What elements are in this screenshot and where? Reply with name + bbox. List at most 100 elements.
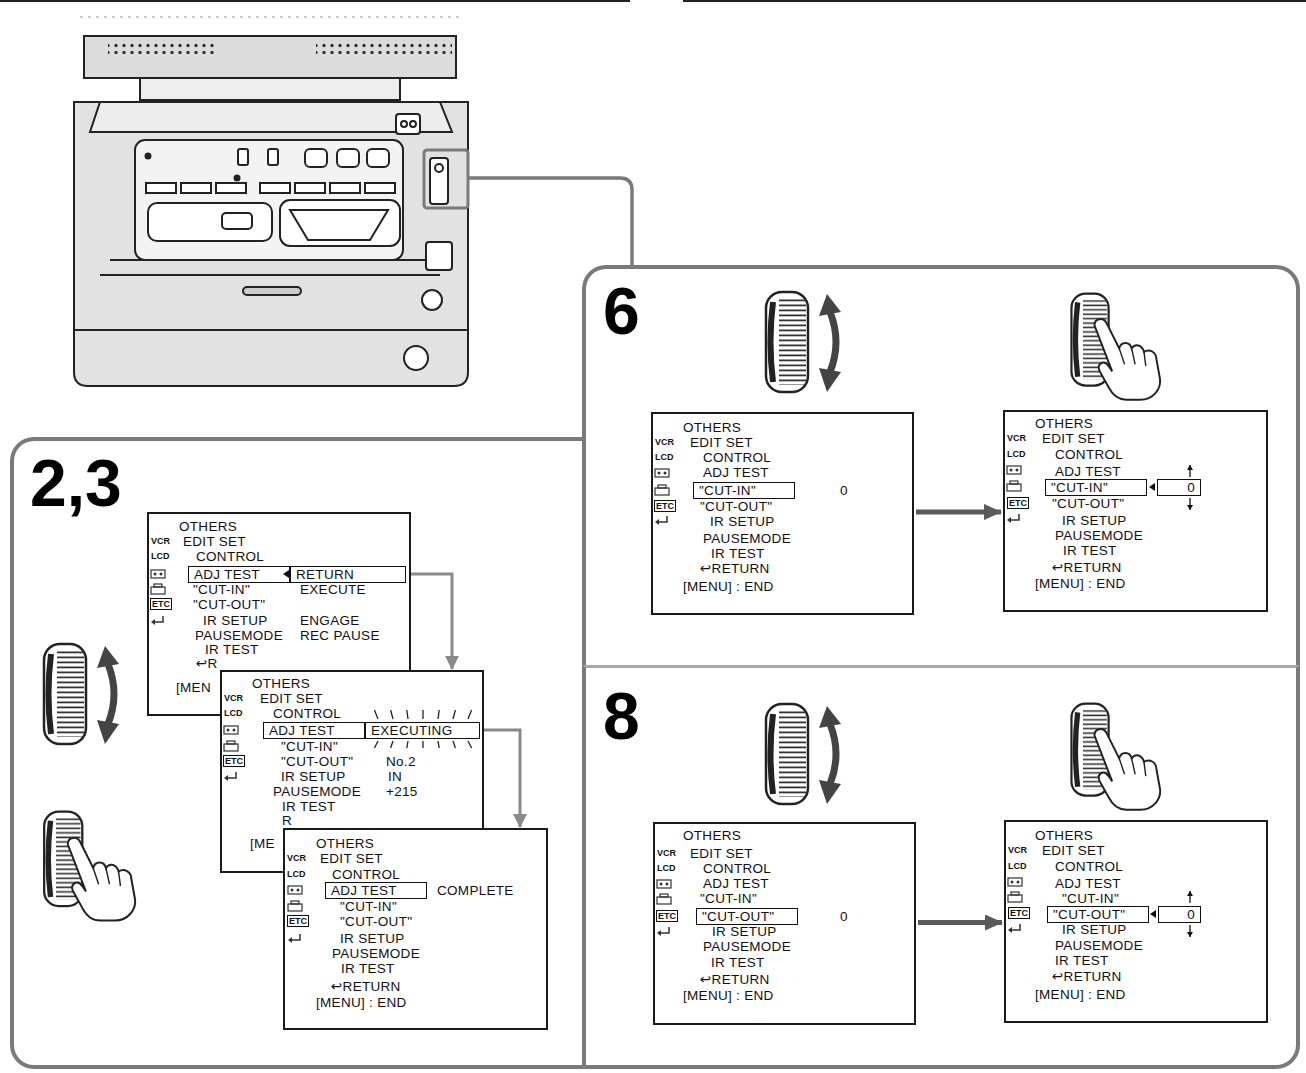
vcr-deck-illustration	[401, 121, 407, 127]
vcr-deck-illustration	[290, 210, 388, 240]
menu-item: ADJ TEST	[703, 466, 769, 479]
menu-item: ADJ TEST	[194, 568, 260, 581]
menu-item: "CUT-IN"	[340, 900, 397, 913]
pointer-mark	[1149, 483, 1155, 491]
menu-item: OTHERS	[683, 829, 741, 842]
menu-icon-label: VCR	[655, 437, 674, 447]
menu-item: PAUSEMODE	[703, 940, 791, 953]
tape-icon	[227, 729, 230, 732]
vcr-deck-illustration	[330, 183, 360, 193]
menu-item: "CUT-IN"	[699, 484, 756, 497]
menu-highlight: RETURN	[290, 566, 406, 583]
vcr-deck-illustration	[146, 183, 176, 193]
printer-icon	[224, 744, 238, 751]
menu-item: IR SETUP	[203, 614, 268, 627]
jog-dial-icon	[766, 292, 841, 392]
menu-item: IR TEST	[1063, 544, 1117, 557]
menu-icon-label: ETC	[1007, 497, 1029, 509]
menu-icon-label: LCD	[655, 452, 674, 462]
menu-item: IR TEST	[341, 962, 395, 975]
vcr-deck-illustration	[84, 36, 456, 78]
flow-arrow	[480, 730, 520, 827]
tape-icon	[297, 889, 300, 892]
jog-dial-icon	[1071, 294, 1160, 400]
menu-item: CONTROL	[273, 707, 341, 720]
menu-icon-label: ETC	[287, 915, 309, 927]
adjust-arrow	[1187, 465, 1193, 470]
menu-icon-label: LCD	[224, 708, 243, 718]
blink-ray	[407, 741, 408, 748]
menu-item: CONTROL	[196, 550, 264, 563]
tape-icon	[160, 573, 163, 576]
menu-highlight: 0	[1158, 906, 1201, 923]
vcr-deck-illustration	[108, 40, 214, 56]
return-icon	[1011, 514, 1019, 520]
menu-item: "CUT-OUT"	[340, 915, 412, 928]
menu-item: COMPLETE	[437, 884, 514, 897]
adjust-arrow	[1189, 465, 1190, 477]
jog-dial-icon	[44, 292, 1160, 921]
page-rule	[80, 17, 460, 18]
blink-ray	[468, 741, 472, 748]
menu-item: ↩RETURN	[1052, 561, 1122, 574]
menu-icon-label: VCR	[151, 536, 170, 546]
menu-item: [MENU] : END	[316, 996, 407, 1009]
tape-icon	[658, 472, 661, 475]
return-icon	[657, 930, 661, 936]
vcr-deck-illustration	[280, 200, 400, 246]
menu-item: [MEN	[176, 681, 211, 694]
menu-item: IR SETUP	[1062, 923, 1127, 936]
tape-icon	[1011, 881, 1014, 884]
blink-ray	[374, 741, 378, 748]
menu-screen: OTHERSVCREDIT SETLCDCONTROLADJ TEST0ETC"…	[651, 412, 914, 615]
menu-highlight: "CUT-IN"	[693, 482, 795, 499]
menu-item: IR TEST	[1055, 954, 1109, 967]
jog-dial-icon	[44, 644, 119, 744]
jog-dial-icon	[44, 812, 135, 921]
menu-item: REC PAUSE	[300, 629, 380, 642]
blink-ray	[374, 710, 378, 719]
vcr-deck-illustration	[216, 183, 246, 193]
menu-icon-label: ETC	[654, 500, 676, 512]
menu-item: ADJ TEST	[1055, 465, 1121, 478]
menu-highlight: ADJ TEST	[263, 722, 365, 739]
step-panel: 8OTHERSVCREDIT SETLCDCONTROLADJ TEST"CUT…	[582, 665, 1300, 1069]
pointer-mark	[1150, 910, 1156, 918]
menu-icon-label: VCR	[1007, 433, 1026, 443]
menu-item: "CUT-IN"	[1062, 892, 1119, 905]
callout-line	[424, 150, 468, 208]
tape-icon	[288, 886, 302, 894]
menu-icon-label: VCR	[1008, 845, 1027, 855]
menu-item: EDIT SET	[1042, 844, 1105, 857]
menu-item: ↩RETURN	[700, 973, 770, 986]
menu-item: CONTROL	[332, 868, 400, 881]
vcr-deck-illustration	[135, 140, 403, 260]
menu-item: EXECUTE	[300, 583, 366, 596]
flow-arrow	[916, 510, 1001, 515]
menu-highlight: 0	[1157, 479, 1201, 496]
printer-icon	[154, 584, 162, 587]
menu-item: RETURN	[296, 568, 354, 581]
menu-item: EDIT SET	[690, 436, 753, 449]
step-number: 2,3	[30, 450, 122, 516]
menu-screen: OTHERSVCREDIT SETLCDCONTROLADJ TESTETC"C…	[1003, 410, 1268, 612]
menu-item: OTHERS	[683, 421, 741, 434]
menu-item: ADJ TEST	[269, 724, 335, 737]
vcr-deck-illustration	[260, 183, 290, 193]
menu-item: OTHERS	[252, 677, 310, 690]
menu-item: "CUT-OUT"	[193, 598, 265, 611]
menu-item: EDIT SET	[1042, 432, 1105, 445]
vcr-deck-illustration	[222, 213, 252, 229]
return-icon	[151, 619, 155, 625]
menu-item: ↩RETURN	[1052, 970, 1122, 983]
menu-item: No.2	[386, 755, 416, 768]
menu-item: OTHERS	[179, 520, 237, 533]
return-icon	[224, 775, 228, 781]
menu-item: [ME	[250, 837, 275, 850]
adjust-arrow	[1189, 498, 1190, 510]
printer-icon	[660, 894, 668, 897]
menu-item: EDIT SET	[320, 852, 383, 865]
menu-highlight: "CUT-OUT"	[696, 908, 798, 925]
menu-icon-label: LCD	[657, 863, 676, 873]
menu-item: "CUT-IN"	[193, 583, 250, 596]
